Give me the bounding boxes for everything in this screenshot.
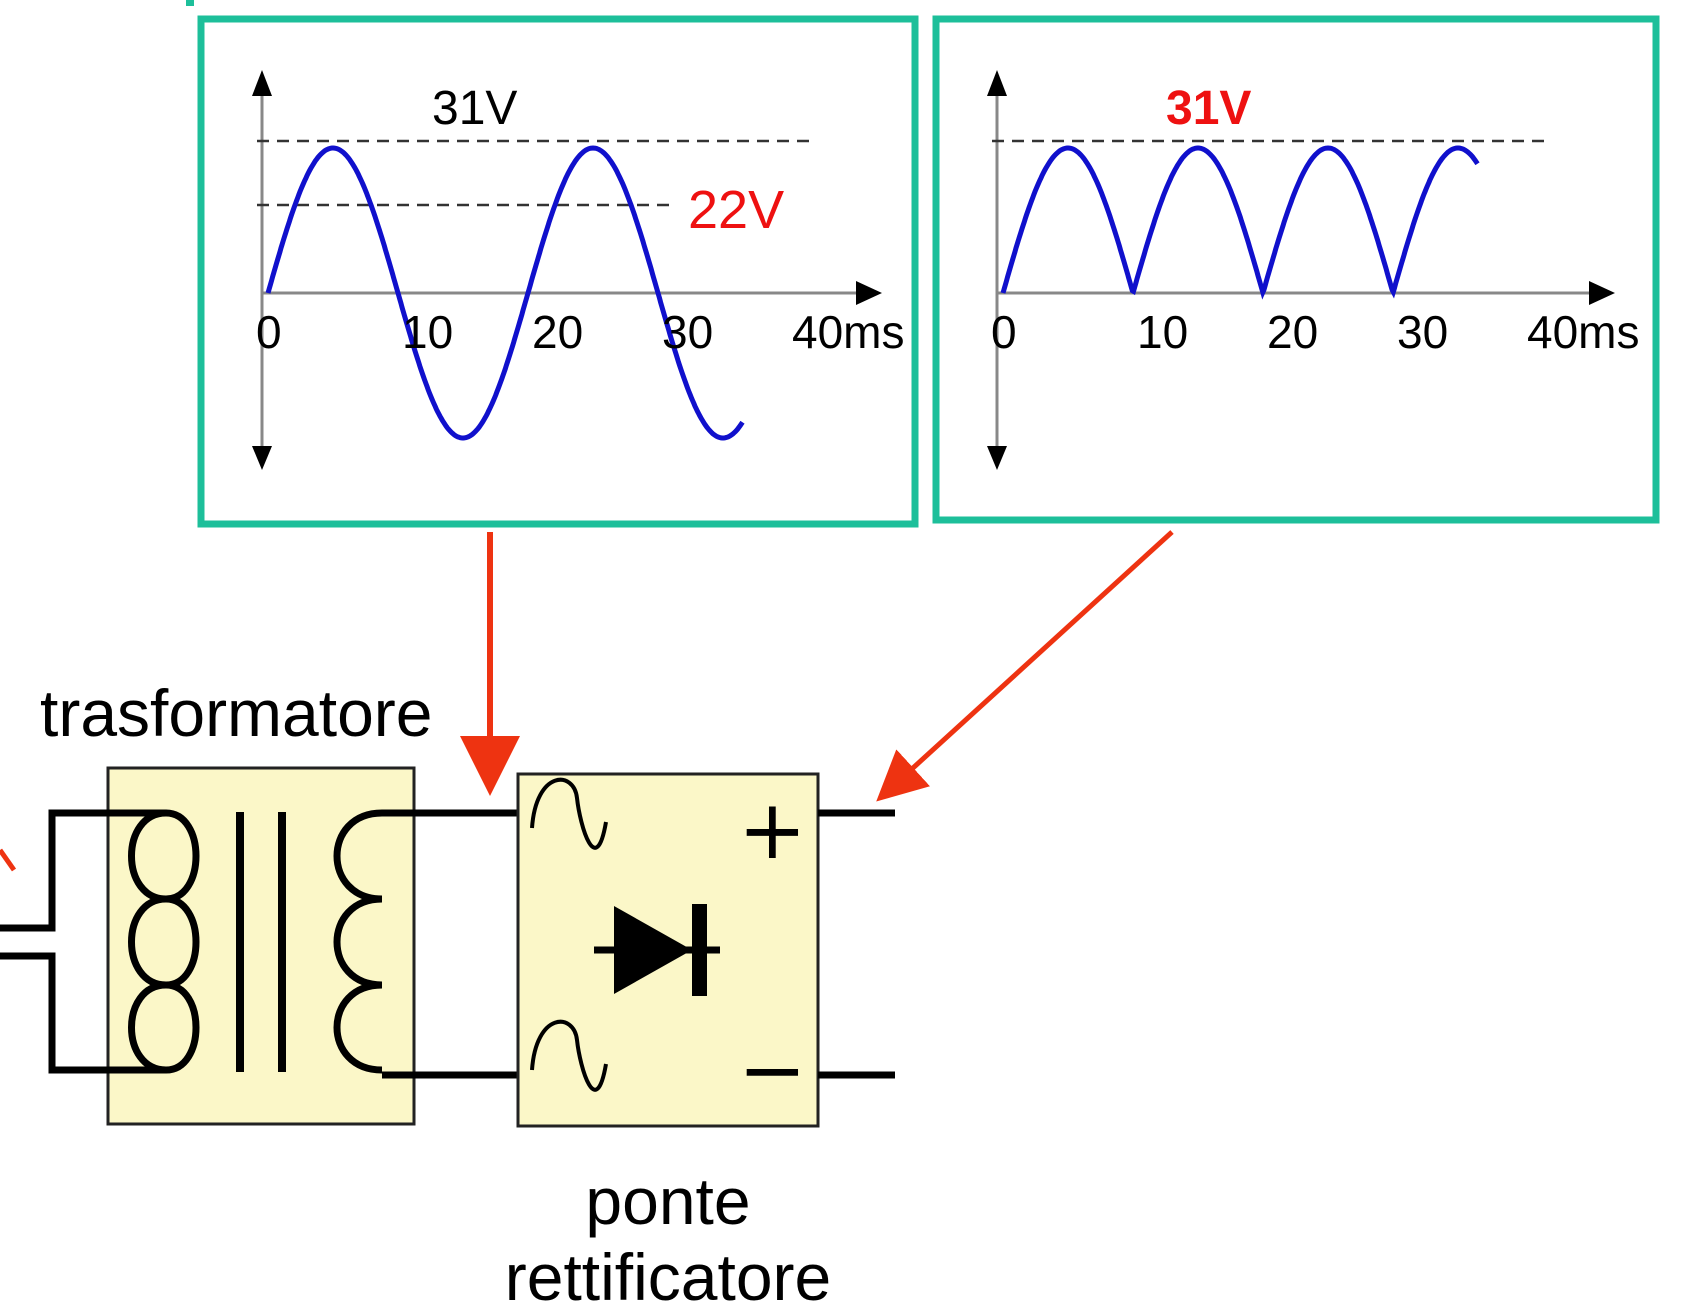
sine-panel-frame (197, 15, 919, 528)
sine-y-axis-up-arrow (252, 70, 272, 96)
transformer: trasformatore (0, 676, 518, 1126)
sine-tick-labels: 0 10 20 30 40ms (256, 306, 904, 358)
ac-bottom-symbol (530, 1019, 608, 1092)
x-tick-label: 10 (1137, 306, 1188, 358)
bridge-rectifier: + − ponte rettificatore (505, 772, 895, 1306)
sine-panel: 31V 22V 0 10 20 30 40ms (197, 15, 919, 528)
primary-coil (128, 809, 200, 1074)
sine-y-axis-down-arrow (252, 446, 272, 470)
ac-top-symbol (530, 777, 608, 850)
transformer-input-wires (0, 809, 166, 1074)
rectified-to-output-arrow (876, 530, 1174, 802)
rectified-x-axis-arrow (1589, 281, 1615, 305)
x-tick-label: 40ms (792, 306, 904, 358)
x-tick-label: 20 (532, 306, 583, 358)
bridge-label-line1: ponte (585, 1164, 750, 1238)
rectified-tick-labels: 0 10 20 30 40ms (991, 306, 1639, 358)
x-tick-label: 40ms (1527, 306, 1639, 358)
x-tick-label: 0 (256, 306, 282, 358)
minus-sign: − (738, 1023, 807, 1118)
sine-waveform (265, 145, 745, 441)
transformer-output-wires (382, 809, 518, 1079)
x-tick-label: 10 (402, 306, 453, 358)
plus-sign: + (738, 783, 807, 878)
x-tick-label: 20 (1267, 306, 1318, 358)
x-tick-label: 0 (991, 306, 1017, 358)
sine-peak-label: 31V (432, 82, 517, 135)
bridge-label-line2: rettificatore (505, 1240, 831, 1306)
x-tick-label: 30 (1397, 306, 1448, 358)
corner-mark (186, 0, 194, 6)
x-tick-label: 30 (662, 306, 713, 358)
secondary-coil (333, 809, 383, 1074)
sine-x-axis-arrow (856, 281, 882, 305)
rectified-waveform (1000, 145, 1480, 300)
rectified-y-axis-down-arrow (987, 446, 1007, 470)
rectified-peak-label: 31V (1166, 82, 1251, 135)
rectified-y-axis-up-arrow (987, 70, 1007, 96)
rectified-panel: 31V 0 10 20 30 40ms (932, 15, 1660, 524)
sine-rms-label: 22V (688, 180, 784, 240)
left-edge-arrow-stub (0, 848, 17, 872)
diode-bar (692, 904, 707, 996)
diode-triangle (614, 906, 692, 994)
transformer-label: trasformatore (40, 676, 432, 750)
rectified-panel-frame (932, 15, 1660, 524)
